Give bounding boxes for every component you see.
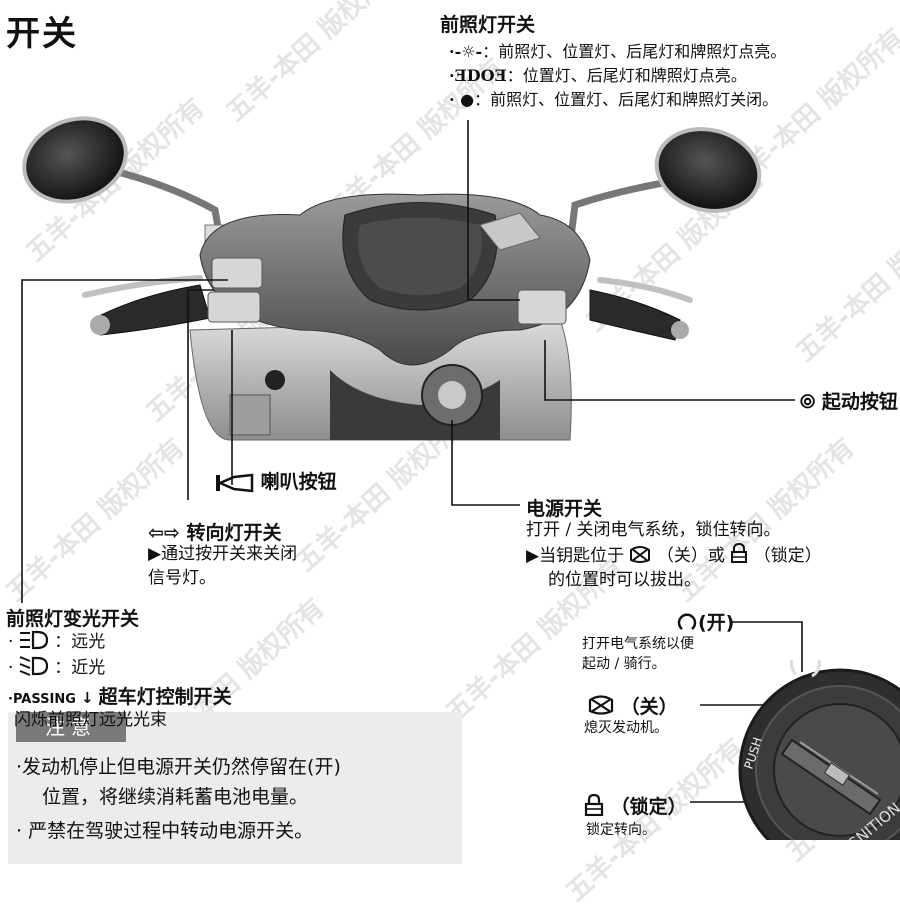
ignition-dial-illustration: PUSH IGNITION — [738, 660, 900, 840]
caution-box: 注意 ·发动机停止但电源开关仍然停留在(开) 位置，将继续消耗蓄电池电量。 · … — [8, 712, 462, 864]
callout-lines — [21, 120, 803, 803]
on-icon — [677, 613, 697, 630]
lock-icon — [731, 542, 748, 563]
position-lock-desc: 锁定转向。 — [586, 822, 656, 838]
off-icon — [588, 695, 614, 715]
low-beam-icon — [19, 656, 48, 676]
position-off-label: （关） — [588, 692, 678, 719]
position-on-desc: 打开电气系统以便 — [582, 636, 694, 652]
dimmer-low: · ：近光 — [8, 656, 106, 678]
headlight-switch-item-on: ·-☼-：前照灯、位置灯、后尾灯和牌照灯点亮。 — [449, 42, 787, 61]
lights-off-icon: · ● — [449, 90, 475, 109]
caution-item-1-cont: 位置，将继续消耗蓄电池电量。 — [42, 786, 309, 808]
turn-signal-title: ⇦⇨ 转向灯开关 — [148, 522, 282, 544]
scooter-handlebar-illustration — [22, 116, 762, 441]
turn-signal-icon: ⇦⇨ — [148, 522, 180, 544]
headlight-switch-item-position: ·ƎDOƎ：位置灯、后尾灯和牌照灯点亮。 — [449, 66, 747, 85]
page-title: 开关 — [6, 14, 78, 54]
caution-label: 注意 — [16, 712, 126, 742]
headlight-switch-item-off: · ●：前照灯、位置灯、后尾灯和牌照灯关闭。 — [449, 90, 779, 109]
dimmer-high: · ：远光 — [8, 630, 106, 652]
position-lock-label: （锁定） — [584, 792, 687, 819]
headlight-on-icon: ·-☼- — [449, 42, 483, 61]
arrow-down-icon: ↓ — [80, 689, 94, 707]
horn-button-label: 喇叭按钮 — [214, 467, 337, 494]
ignition-remove-key: ▶当钥匙位于 （关）或 （锁定） — [526, 542, 822, 569]
ignition-remove-key-cont: 的位置时可以拔出。 — [548, 570, 701, 590]
horn-icon — [216, 473, 254, 492]
headlight-switch-title: 前照灯开关 — [440, 14, 536, 36]
ignition-title: 电源开关 — [526, 498, 603, 520]
position-on-label: (开) — [676, 608, 734, 635]
lock-icon — [584, 793, 604, 817]
position-light-icon: ·ƎDOƎ — [449, 66, 507, 85]
passing-switch: ·PASSING ↓ 超车灯控制开关 — [8, 686, 232, 708]
turn-signal-desc-cont: 信号灯。 — [148, 568, 216, 588]
off-icon — [630, 546, 651, 563]
high-beam-icon — [19, 630, 48, 650]
caution-item-2: · 严禁在驾驶过程中转动电源开关。 — [16, 820, 314, 842]
position-on-desc-cont: 起动 / 骑行。 — [582, 656, 666, 672]
turn-signal-desc: ▶通过按开关来关闭 — [148, 544, 298, 564]
caution-item-1: ·发动机停止但电源开关仍然停留在(开) — [16, 756, 341, 778]
ignition-desc: 打开 / 关闭电气系统，锁住转向。 — [526, 520, 781, 540]
start-icon: ⦾ — [800, 391, 816, 413]
start-button-label: ⦾ 起动按钮 — [800, 391, 898, 413]
position-off-desc: 熄灭发动机。 — [584, 720, 668, 736]
passing-desc: 闪烁前照灯远光光束 — [14, 710, 167, 730]
dimmer-switch-title: 前照灯变光开关 — [6, 608, 140, 630]
